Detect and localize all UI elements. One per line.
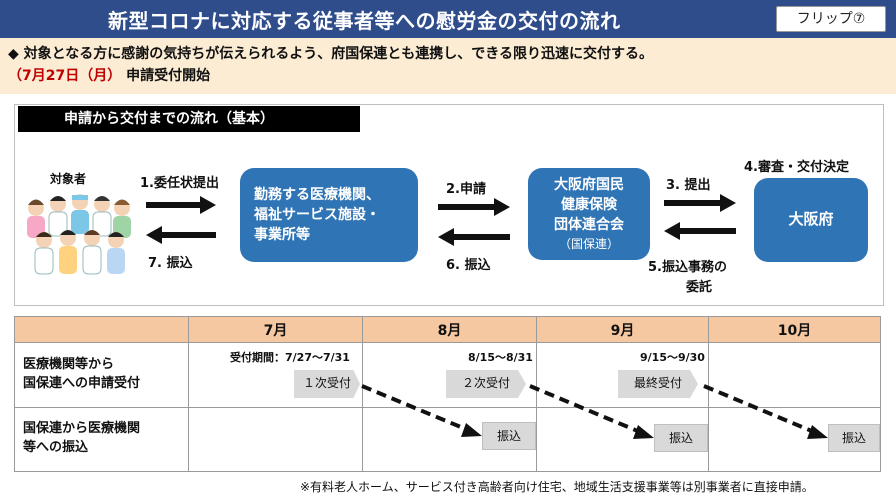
second-round-tag: ２次受付 xyxy=(446,370,526,398)
arrow-left-icon xyxy=(664,222,736,240)
final-round-tag: 最終受付 xyxy=(618,370,698,398)
period-label: 9/15〜9/30 xyxy=(640,349,705,365)
kokuho-node-line3: 団体連合会 xyxy=(554,215,624,235)
row-header-line1: 国保連から医療機関 xyxy=(23,420,188,439)
flip-badge: フリップ⑦ xyxy=(776,6,886,32)
page-title: 新型コロナに対応する従事者等への慰労金の交付の流れ xyxy=(108,5,621,34)
row-header: 医療機関等から 国保連への申請受付 xyxy=(15,343,189,407)
medical-node-line1: 勤務する医療機関、 xyxy=(254,185,380,205)
kokuho-node-line1: 大阪府国民 xyxy=(554,175,624,195)
footnote: ※有料老人ホーム、サービス付き高齢者向け住宅、地域生活支援事業等は別事業者に直接… xyxy=(300,478,814,495)
healthcare-workers-illustration xyxy=(22,192,134,280)
kokuho-node-line2: 健康保険 xyxy=(561,195,617,215)
first-round-tag: １次受付 xyxy=(294,370,360,398)
payment-tag: 振込 xyxy=(482,422,536,450)
month-header: 7月 xyxy=(189,317,363,343)
intro-date-line: （7月27日（月） 申請受付開始 xyxy=(8,65,210,85)
arrow-right-icon xyxy=(664,194,736,212)
row-header-line2: 国保連への申請受付 xyxy=(23,375,188,394)
arrow-left-icon xyxy=(146,226,216,244)
medical-node-line3: 事業所等 xyxy=(254,225,380,245)
applicant-label: 対象者 xyxy=(50,170,86,187)
table-cell xyxy=(709,343,881,407)
table-header-row: 7月 8月 9月 10月 xyxy=(15,317,881,343)
period-label: 受付期間：7/27〜7/31 xyxy=(230,349,350,365)
table-row: 国保連から医療機関 等への振込 xyxy=(15,407,881,471)
arrow-left-icon xyxy=(438,228,510,246)
step-5-label: 5.振込事務の xyxy=(648,256,727,275)
step-2-label: 2.申請 xyxy=(446,178,486,197)
step-1-label: 1.委任状提出 xyxy=(140,172,219,191)
medical-institution-node: 勤務する医療機関、 福祉サービス施設・ 事業所等 xyxy=(240,168,418,262)
table-cell xyxy=(189,407,363,471)
step-3-label: 3. 提出 xyxy=(666,174,711,193)
row-header-line1: 医療機関等から xyxy=(23,356,188,375)
step-4-label: 4.審査・交付決定 xyxy=(744,156,849,175)
kokuho-node: 大阪府国民 健康保険 団体連合会 （国保連） xyxy=(528,168,650,260)
kokuho-node-sub: （国保連） xyxy=(559,236,619,253)
start-date-suffix: 申請受付開始 xyxy=(121,68,210,84)
start-date: （7月27日（月） xyxy=(8,68,121,84)
arrow-right-icon xyxy=(438,198,510,216)
month-header: 10月 xyxy=(709,317,881,343)
step-5-label-2: 委託 xyxy=(686,276,712,295)
step-7-label: 7. 振込 xyxy=(148,252,193,271)
osaka-prefecture-node: 大阪府 xyxy=(754,178,868,262)
intro-text: ◆ 対象となる方に感謝の気持ちが伝えられるよう、府国保連とも連携し、できる限り迅… xyxy=(8,43,653,63)
arrow-right-icon xyxy=(146,196,216,214)
row-header: 国保連から医療機関 等への振込 xyxy=(15,407,189,471)
medical-node-line2: 福祉サービス施設・ xyxy=(254,205,380,225)
month-header: 9月 xyxy=(537,317,709,343)
period-label: 8/15〜8/31 xyxy=(468,349,533,365)
payment-tag: 振込 xyxy=(654,424,708,452)
payment-tag: 振込 xyxy=(828,424,880,452)
row-header-line2: 等への振込 xyxy=(23,439,188,458)
flow-heading: 申請から交付までの流れ（基本） xyxy=(18,106,360,132)
month-header: 8月 xyxy=(363,317,537,343)
table-header-cell xyxy=(15,317,189,343)
step-6-label: 6. 振込 xyxy=(446,254,491,273)
intro-panel: ◆ 対象となる方に感謝の気持ちが伝えられるよう、府国保連とも連携し、できる限り迅… xyxy=(0,38,896,94)
